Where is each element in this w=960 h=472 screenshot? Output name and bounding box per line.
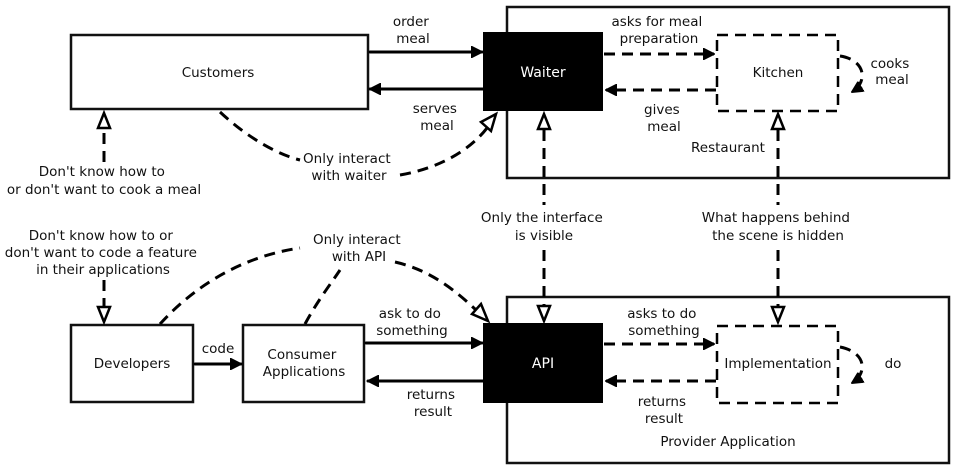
consumer-applications-box (241, 323, 366, 404)
developers-box (69, 323, 195, 404)
implementation-label: Implementation (724, 356, 831, 372)
asks-to-do-label: asks to do something (627, 306, 700, 339)
cooks-meal-loop (839, 54, 862, 94)
api-label: API (532, 356, 554, 372)
behind-scene-arrowhead-top (770, 110, 786, 131)
waiter-label: Waiter (520, 65, 566, 81)
cooks-meal-label: cooks meal (870, 56, 913, 88)
dont-code-arrowhead (96, 305, 112, 326)
only-waiter-connector-2 (399, 127, 489, 177)
interface-visible-note: Only the interface is visible (481, 210, 607, 244)
restaurant-label: Restaurant (691, 140, 765, 156)
only-waiter-connector (218, 110, 301, 162)
dont-code-note: Don't know how to or don't want to code … (5, 228, 201, 278)
only-api-to-api (394, 260, 478, 312)
provider-application-label: Provider Application (660, 434, 795, 450)
behind-scene-note: What happens behind the scene is hidden (702, 210, 855, 244)
customers-box (69, 33, 370, 111)
asks-meal-prep-label: asks for meal preparation (611, 14, 706, 47)
kitchen-box (715, 33, 840, 113)
order-meal-label: order meal (393, 14, 433, 47)
consumer-applications-line-1: Consumer (267, 347, 336, 363)
do-loop (839, 345, 862, 385)
only-api-note: Only interact with API (313, 232, 405, 265)
dont-cook-note: Don't know how to or don't want to cook … (7, 164, 201, 198)
only-api-from-consumer (303, 269, 342, 325)
kitchen-label: Kitchen (753, 65, 804, 81)
serves-meal-label: serves meal (413, 101, 462, 134)
returns-result-right-label: returns result (638, 394, 691, 427)
waiter-box (483, 32, 603, 111)
consumer-applications-line-2: Applications (263, 364, 345, 380)
ask-to-do-label: ask to do something (376, 306, 447, 339)
dont-cook-arrowhead (96, 109, 112, 130)
interface-visible-arrowhead-top (536, 110, 552, 131)
consumer-applications-label: Consumer Applications (263, 347, 345, 380)
only-waiter-arrowhead (478, 111, 499, 134)
interface-visible-arrowhead-bottom (536, 304, 552, 325)
api-box (483, 323, 603, 403)
behind-scene-arrowhead-bottom (770, 305, 786, 326)
customers-label: Customers (182, 65, 255, 81)
developers-label: Developers (94, 356, 170, 372)
returns-result-left-label: returns result (407, 387, 460, 420)
do-label: do (885, 356, 902, 372)
only-api-arrowhead (469, 301, 491, 324)
only-api-from-developers (158, 246, 301, 326)
only-waiter-note: Only interact with waiter (303, 151, 395, 184)
code-label: code (202, 341, 235, 357)
implementation-box (715, 324, 840, 405)
gives-meal-label: gives meal (644, 102, 684, 135)
